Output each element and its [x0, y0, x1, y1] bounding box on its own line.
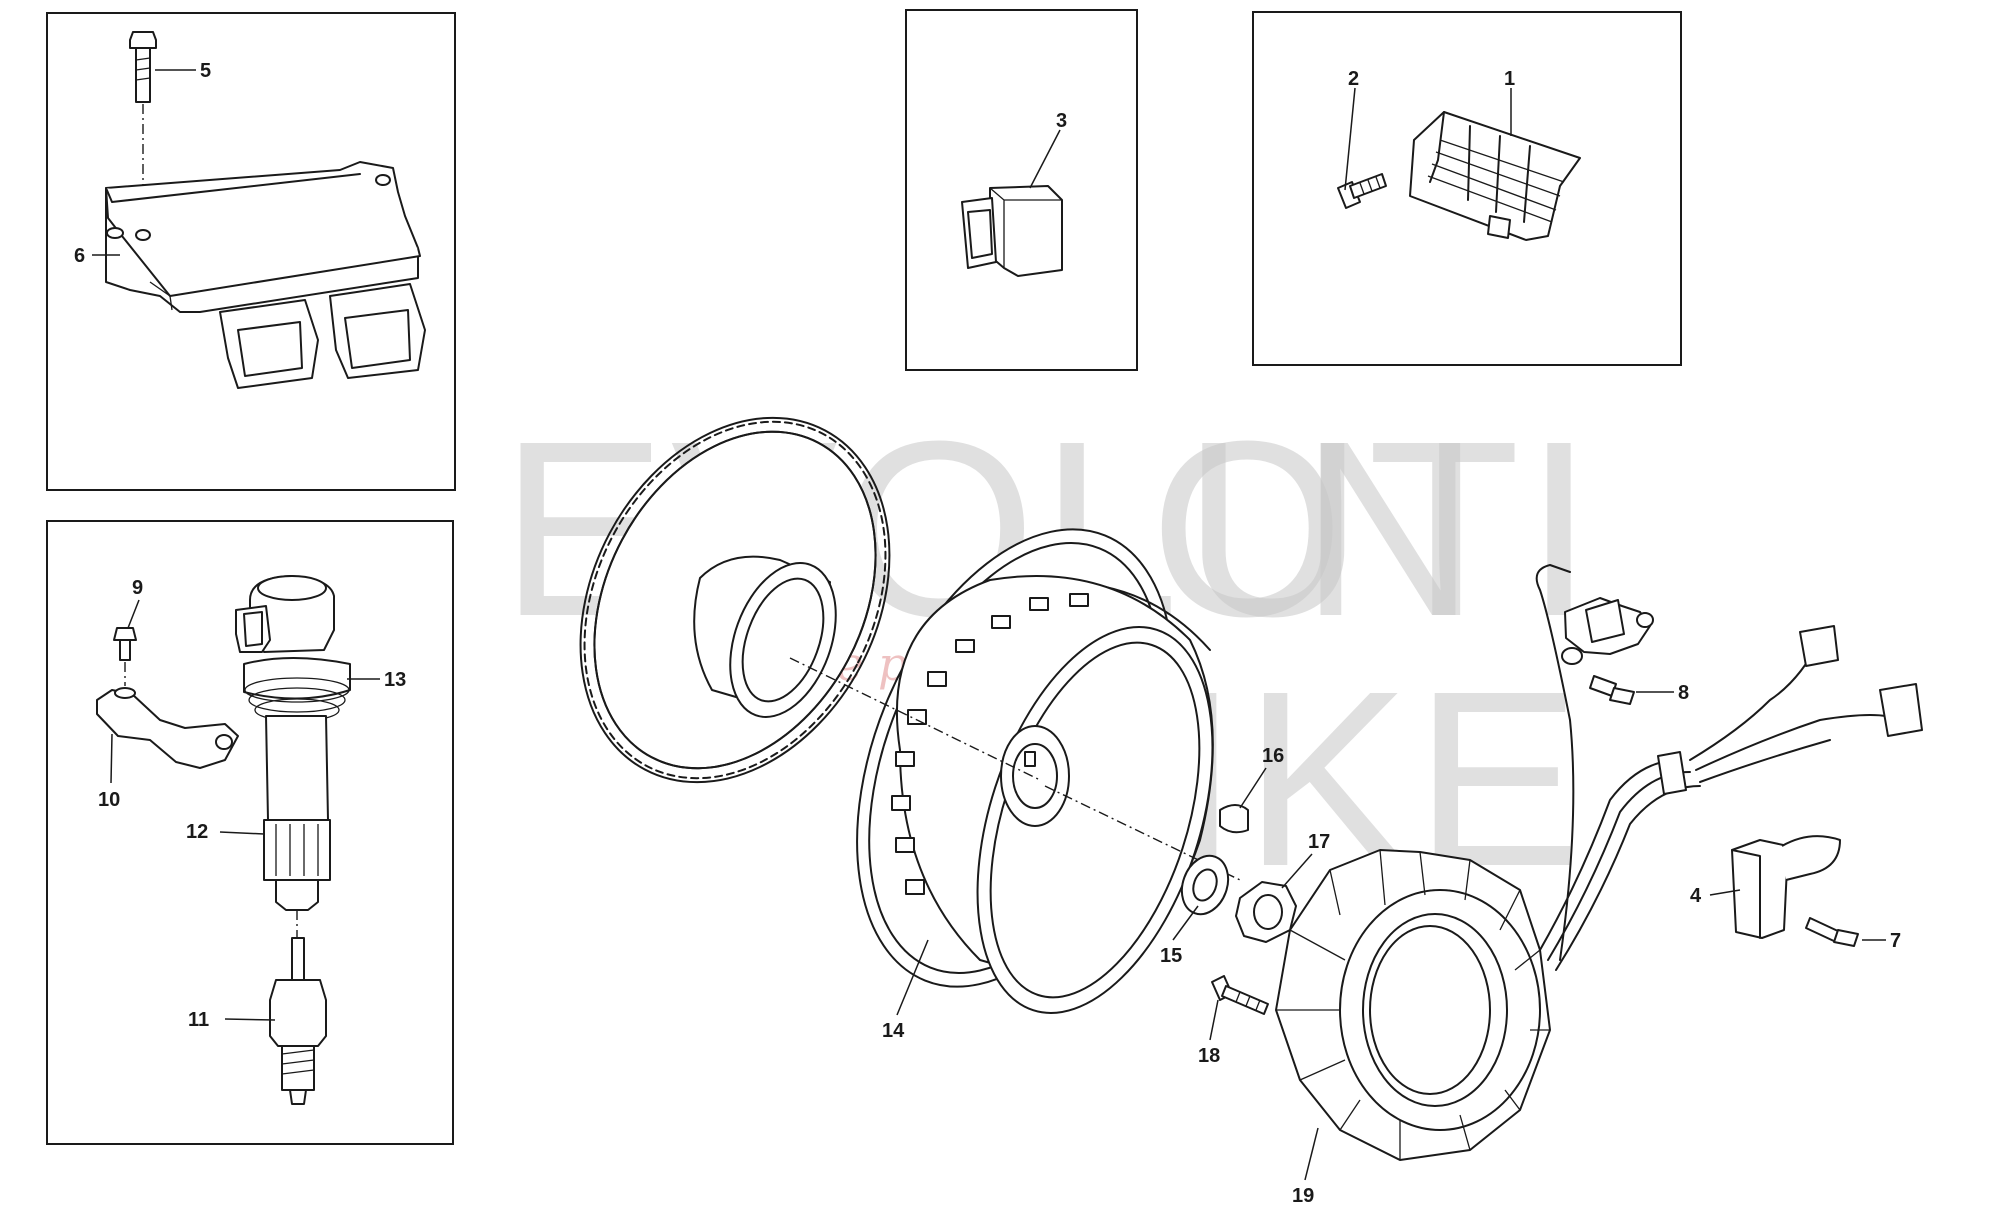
leader-lines — [92, 69, 1886, 1181]
callout-10: 10 — [98, 789, 120, 811]
control-unit-part — [105, 161, 426, 389]
inset-box-relay — [905, 9, 1138, 371]
callout-14: 14 — [882, 1020, 905, 1042]
inset-box-ecu — [46, 12, 456, 491]
callout-2: 2 — [1348, 68, 1359, 90]
coil-bracket-part — [96, 687, 239, 769]
washer-part — [1180, 854, 1230, 916]
flywheel-rotor-part — [856, 528, 1214, 1014]
callout-3: 3 — [1056, 110, 1067, 132]
relay-part — [961, 185, 1063, 277]
voltage-regulator-part — [1409, 111, 1581, 241]
sensor-bolt-part — [1589, 675, 1635, 705]
rotor-axis-line — [789, 657, 1041, 781]
callout-17: 17 — [1308, 831, 1330, 853]
cover-bolt-part — [1805, 917, 1859, 947]
callout-labels: 1 2 3 4 5 6 7 8 9 10 11 12 13 14 15 16 1… — [74, 60, 1901, 1207]
callout-1: 1 — [1504, 68, 1515, 90]
callout-15: 15 — [1160, 945, 1182, 967]
callout-13: 13 — [384, 669, 406, 691]
callout-9: 9 — [132, 577, 143, 599]
callout-8: 8 — [1678, 682, 1689, 704]
stator-bolt-part — [1211, 975, 1269, 1015]
callout-19: 19 — [1292, 1185, 1314, 1207]
callout-18: 18 — [1198, 1045, 1220, 1067]
wire-cover-part — [1731, 835, 1841, 939]
inset-box-regulator — [1252, 11, 1682, 366]
pickup-sensor-part — [1561, 597, 1654, 665]
regulator-bolt-part — [1337, 173, 1387, 209]
callout-11: 11 — [188, 1009, 209, 1031]
stator-wiring-harness — [1535, 564, 1923, 971]
callout-12: 12 — [186, 821, 208, 843]
woodruff-key-part — [1219, 804, 1249, 834]
callout-7: 7 — [1890, 930, 1901, 952]
callout-5: 5 — [200, 60, 211, 82]
ignition-coil-part — [235, 575, 351, 938]
callout-4: 4 — [1690, 885, 1702, 907]
callout-6: 6 — [74, 245, 85, 267]
spark-plug-part — [269, 937, 327, 1105]
callout-16: 16 — [1262, 745, 1284, 767]
inset-box-ignition — [46, 520, 454, 1145]
watermark-brand-o: O — [1150, 389, 1348, 668]
one-way-clutch-part — [693, 555, 837, 718]
ignition-bolt-part — [113, 627, 137, 686]
watermark-brand-n: N — [1300, 389, 1485, 668]
stator-part — [1275, 849, 1551, 1161]
